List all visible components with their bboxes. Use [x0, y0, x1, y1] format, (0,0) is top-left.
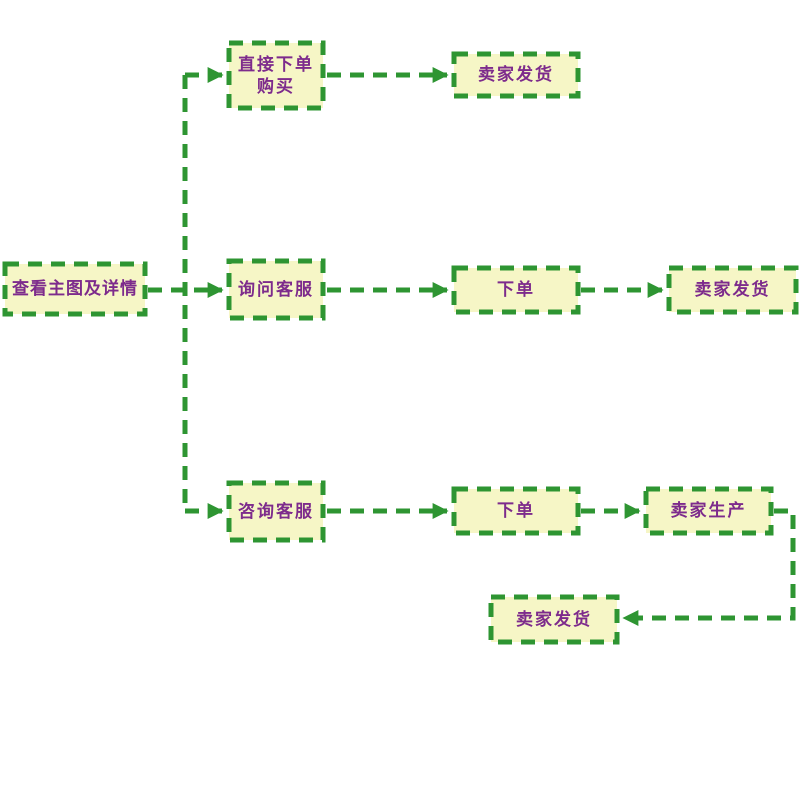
box-seller-produce — [643, 486, 774, 536]
box-ask-service — [226, 258, 326, 321]
box-seller-ship-mid — [666, 265, 799, 315]
box-consult-service — [226, 480, 326, 543]
box-view-details — [2, 261, 148, 317]
box-seller-ship-top — [451, 51, 581, 99]
box-order-bottom — [451, 486, 581, 536]
box-direct-order — [226, 40, 326, 111]
box-seller-ship-bottom — [488, 594, 620, 645]
box-order-mid — [451, 265, 581, 315]
connector-sellerproduce-sellership — [622, 508, 796, 627]
